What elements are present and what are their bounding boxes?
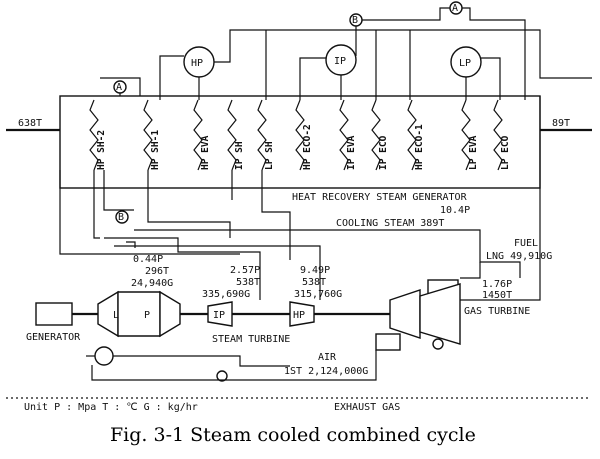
hrsg-coils <box>89 99 503 171</box>
marker-b-top <box>349 13 363 27</box>
cooling-pressure: 10.4P <box>440 205 470 216</box>
coil-hp-eco1 <box>407 99 417 171</box>
lp-turbine-p <box>159 290 181 338</box>
hp-inlet-p: 9.49P <box>300 265 330 276</box>
label-ip-eva: IP EVA <box>346 135 357 170</box>
return-line <box>91 350 377 381</box>
generator-label: GENERATOR <box>26 332 81 343</box>
coil-lp-eva <box>461 99 471 171</box>
ip-inlet-p: 2.57P <box>230 265 260 276</box>
lp-turbine-body <box>117 291 161 337</box>
hrsg-outlet-temp: 89T <box>552 118 570 129</box>
label-ip-eco: IP ECO <box>378 135 389 170</box>
gt-pressure: 1.76P <box>482 279 512 290</box>
hp-turbine <box>289 301 315 327</box>
gt-cooler <box>375 333 401 351</box>
label-lp-sh: LP SH <box>264 141 275 170</box>
gt-exhaust <box>460 96 541 301</box>
coil-hp-sh1 <box>143 99 153 171</box>
marker-a-top-label: A <box>452 3 458 14</box>
label-lp-eco: LP ECO <box>500 135 511 170</box>
gt-compressor <box>389 289 421 339</box>
marker-b-left-label: B <box>118 212 124 223</box>
hp-inlet-g: 315,760G <box>294 289 342 300</box>
air-label: AIR <box>318 352 337 363</box>
marker-b-left <box>115 210 129 224</box>
lp-label-l: L <box>113 310 119 321</box>
coil-hp-eva <box>193 99 203 171</box>
label-ip-sh: IP SH <box>234 141 245 170</box>
gt-turbine <box>419 283 461 345</box>
fuel-label: FUEL <box>514 238 538 249</box>
lp-inlet-g: 24,940G <box>131 278 173 289</box>
exhaust-gas-label: EXHAUST GAS <box>334 402 400 413</box>
lp-drum-label: LP <box>459 58 471 69</box>
hp-inlet-t: 538T <box>302 277 326 288</box>
hrsg-title: HEAT RECOVERY STEAM GENERATOR <box>292 192 468 203</box>
hrsg-box <box>59 95 541 189</box>
label-lp-eva: LP EVA <box>468 135 479 170</box>
ip-turbine <box>207 301 233 327</box>
hp-turbine-label: HP <box>293 310 305 321</box>
gas-turbine-label: GAS TURBINE <box>464 306 530 317</box>
marker-b-top-label: B <box>352 15 358 26</box>
label-hp-eco2: HP ECO-2 <box>302 124 313 170</box>
marker-a-top <box>449 1 463 15</box>
gt-temp: 1450T <box>482 290 512 301</box>
coil-ip-sh <box>227 99 237 171</box>
ip-drum-label: IP <box>334 56 346 67</box>
steam-turbine-label: STEAM TURBINE <box>212 334 290 345</box>
ip-inlet-t: 538T <box>236 277 260 288</box>
label-hp-sh1: HP SH-1 <box>150 130 161 170</box>
fuel-line <box>460 262 481 279</box>
marker-a-line <box>100 77 141 96</box>
units-text: Unit P : Mpa T : ℃ G : kg/hr <box>24 402 198 413</box>
feed-line <box>113 355 290 367</box>
lp-label-p: P <box>144 310 150 321</box>
coil-lp-sh <box>257 99 267 171</box>
hp-drum-label: HP <box>191 58 203 69</box>
coil-ip-eco <box>371 99 381 171</box>
condenser-pump <box>94 346 114 366</box>
ip-inlet-g: 335,690G <box>202 289 250 300</box>
coil-ip-eva <box>339 99 349 171</box>
label-hp-sh2: HP SH-2 <box>96 130 107 170</box>
ip-turbine-label: IP <box>213 310 225 321</box>
hrsg-section-labels: HP SH-2 HP SH-1 HP EVA IP SH LP SH HP EC… <box>96 124 511 170</box>
cooling-steam: COOLING STEAM 389T <box>336 218 444 229</box>
label-hp-eva: HP EVA <box>200 135 211 170</box>
fuel-value: LNG 49,910G <box>486 251 552 262</box>
coil-hp-sh2 <box>89 99 99 171</box>
air-value: 1ST 2,124,000G <box>284 366 368 377</box>
drum-piping <box>159 7 592 100</box>
figure-caption: Fig. 3-1 Steam cooled combined cycle <box>110 424 476 446</box>
lp-inlet-p: 0.44P <box>133 254 163 265</box>
hrsg-inlet-temp: 638T <box>18 118 42 129</box>
valve <box>216 370 228 382</box>
coil-hp-eco2 <box>295 99 305 171</box>
lp-inlet-t: 296T <box>145 266 169 277</box>
coil-lp-eco <box>493 99 503 171</box>
generator-box <box>35 302 73 326</box>
marker-a-left-label: A <box>116 82 122 93</box>
gt-pump <box>432 338 444 350</box>
label-hp-eco1: HP ECO-1 <box>414 124 425 170</box>
